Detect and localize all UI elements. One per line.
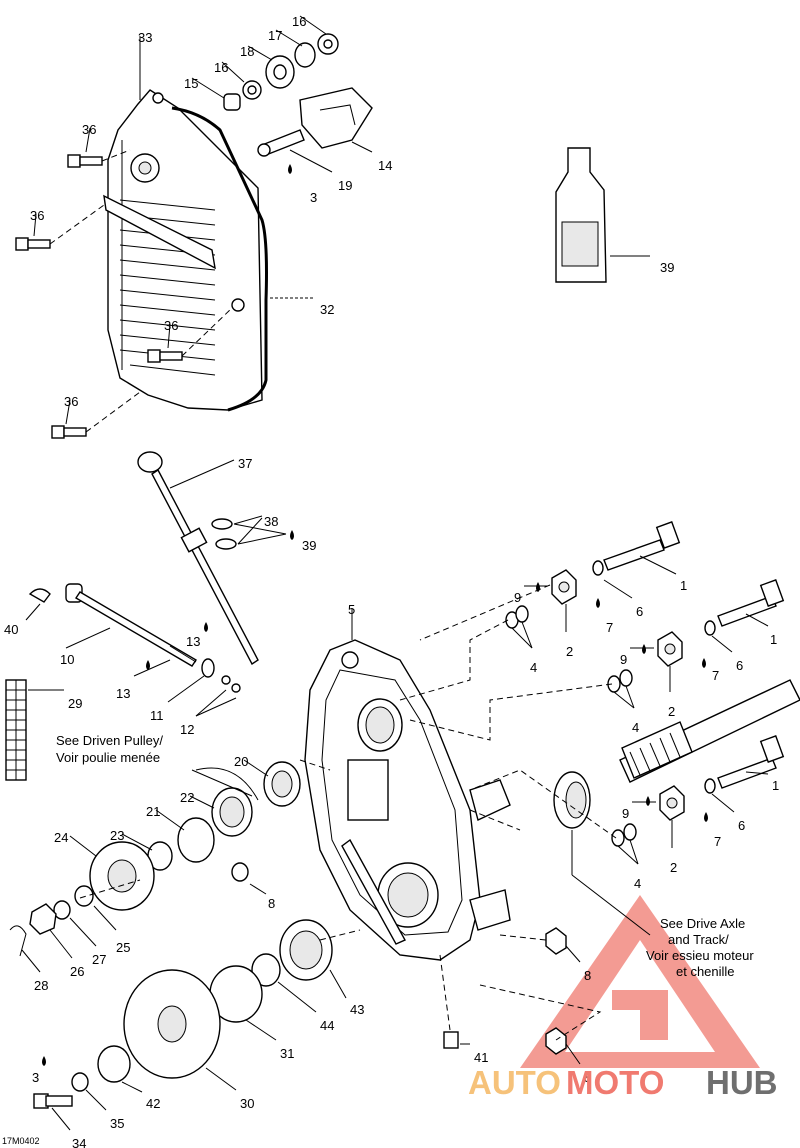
part-label-6a: 6	[636, 604, 643, 619]
part-label-27: 27	[92, 952, 106, 967]
watermark-hub: HUB	[706, 1064, 778, 1101]
part-label-21: 21	[146, 804, 160, 819]
drive-axle	[553, 679, 800, 936]
part-number-labels: 3316171816151419336363236363937383951967…	[4, 14, 779, 1148]
part-label-36a: 36	[82, 122, 96, 137]
part-label-22: 22	[180, 790, 194, 805]
part-label-8b: 8	[584, 968, 591, 983]
part-label-13b: 13	[116, 686, 130, 701]
assembly-dash-lines-right	[399, 584, 617, 839]
part-label-20: 20	[234, 754, 248, 769]
part-label-28: 28	[34, 978, 48, 993]
tensioner-assembly	[191, 15, 373, 174]
dipstick	[137, 451, 294, 666]
watermark-moto: MOTO	[566, 1064, 664, 1101]
chaincase-housing	[304, 608, 511, 961]
part-label-40: 40	[4, 622, 18, 637]
part-label-38: 38	[264, 514, 278, 529]
part-label-6b: 6	[736, 658, 743, 673]
lower-sprocket-assembly	[33, 919, 581, 1131]
oil-bottle	[555, 147, 650, 283]
part-label-44: 44	[320, 1018, 334, 1033]
part-label-7b: 7	[712, 668, 719, 683]
part-label-8a: 8	[268, 896, 275, 911]
part-label-16a: 16	[292, 14, 306, 29]
part-label-13a: 13	[186, 634, 200, 649]
part-label-34: 34	[72, 1136, 86, 1148]
part-label-26: 26	[70, 964, 84, 979]
part-label-10: 10	[60, 652, 74, 667]
part-label-24: 24	[54, 830, 68, 845]
part-label-1a: 1	[680, 578, 687, 593]
part-label-29: 29	[68, 696, 82, 711]
watermark-auto: AUTO	[468, 1064, 561, 1101]
driven-shaft	[25, 583, 241, 717]
part-label-30: 30	[240, 1096, 254, 1111]
watermark-logo	[520, 895, 760, 1068]
part-label-16b: 16	[214, 60, 228, 75]
part-label-37: 37	[238, 456, 252, 471]
assembly-dash-lines-left	[79, 759, 602, 1041]
cover-bolts	[15, 149, 233, 439]
part-label-9b: 9	[620, 652, 627, 667]
part-label-15: 15	[184, 76, 198, 91]
watermark-text: AUTO MOTO HUB	[468, 1064, 778, 1101]
note-drive-axle-line2: and Track/	[668, 932, 729, 947]
upper-sprocket-assembly	[9, 759, 301, 973]
part-label-1b: 1	[770, 632, 777, 647]
note-driven-pulley: See Driven Pulley/ Voir poulie menée	[56, 733, 163, 765]
part-label-36b: 36	[30, 208, 44, 223]
note-drive-axle: See Drive Axle and Track/ Voir essieu mo…	[646, 916, 754, 979]
part-label-18: 18	[240, 44, 254, 59]
drawing-code: 17M0402	[2, 1136, 40, 1146]
part-label-32: 32	[320, 302, 334, 317]
part-label-1c: 1	[772, 778, 779, 793]
part-label-31: 31	[280, 1046, 294, 1061]
part-label-2a: 2	[566, 644, 573, 659]
part-label-7c: 7	[714, 834, 721, 849]
part-label-23: 23	[110, 828, 124, 843]
part-label-3a: 3	[310, 190, 317, 205]
drive-chain	[5, 679, 64, 781]
part-label-6c: 6	[738, 818, 745, 833]
part-label-35: 35	[110, 1116, 124, 1131]
part-label-3b: 3	[32, 1070, 39, 1085]
part-label-11: 11	[150, 708, 164, 723]
chaincase-cover	[103, 89, 263, 411]
part-label-12: 12	[180, 722, 194, 737]
part-label-7a: 7	[606, 620, 613, 635]
part-label-17: 17	[268, 28, 282, 43]
note-driven-pulley-line1: See Driven Pulley/	[56, 733, 163, 748]
gasket	[171, 106, 268, 412]
part-label-4b: 4	[632, 720, 639, 735]
note-drive-axle-line3: Voir essieu moteur	[646, 948, 754, 963]
part-label-2b: 2	[668, 704, 675, 719]
part-label-8c: 8	[584, 1070, 591, 1085]
note-drive-axle-line4: et chenille	[676, 964, 735, 979]
part-label-25: 25	[116, 940, 130, 955]
tensioner-bolts	[505, 521, 785, 847]
leader-lines-upper	[33, 36, 314, 425]
part-label-9a: 9	[514, 590, 521, 605]
part-label-39a: 39	[660, 260, 674, 275]
part-label-4c: 4	[634, 876, 641, 891]
part-label-9c: 9	[622, 806, 629, 821]
note-driven-pulley-line2: Voir poulie menée	[56, 750, 160, 765]
note-drive-axle-line1: See Drive Axle	[660, 916, 745, 931]
part-label-43: 43	[350, 1002, 364, 1017]
part-label-41: 41	[474, 1050, 488, 1065]
part-label-14: 14	[378, 158, 392, 173]
part-label-42: 42	[146, 1096, 160, 1111]
part-label-2c: 2	[670, 860, 677, 875]
leader-lines-right	[511, 555, 769, 865]
part-label-39b: 39	[302, 538, 316, 553]
part-label-4a: 4	[530, 660, 537, 675]
part-label-5: 5	[348, 602, 355, 617]
part-label-36c: 36	[164, 318, 178, 333]
leader-driven-pulley	[191, 769, 253, 797]
part-label-36d: 36	[64, 394, 78, 409]
part-label-33: 33	[138, 30, 152, 45]
part-label-19: 19	[338, 178, 352, 193]
